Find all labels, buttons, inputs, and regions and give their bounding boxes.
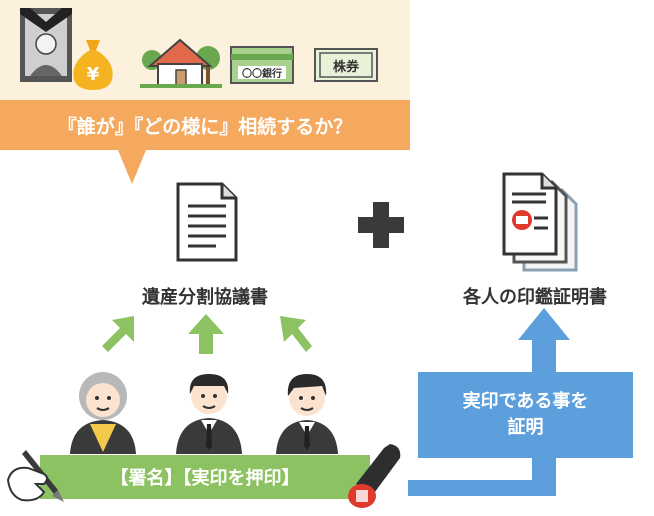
seal-certificate-label: 各人の印鑑証明書 xyxy=(463,287,607,308)
document-icon xyxy=(176,182,238,262)
plus-icon xyxy=(358,202,404,248)
house-icon xyxy=(140,38,222,88)
up-arrow-icon xyxy=(102,316,134,352)
proof-of-seal-line1: 実印である事を xyxy=(462,391,589,412)
hand-pen-icon xyxy=(6,450,64,502)
portrait-frame-icon xyxy=(20,8,72,82)
up-arrow-icon xyxy=(188,314,224,354)
money-bag-symbol: ¥ xyxy=(87,64,100,85)
banner-pointer xyxy=(118,150,146,184)
proof-of-seal-line2: 証明 xyxy=(507,417,544,438)
stock-label: 株券 xyxy=(333,59,360,75)
proof-of-seal-box xyxy=(418,372,633,458)
bankbook-label: 〇〇銀行 xyxy=(242,67,282,80)
sign-and-seal-bar xyxy=(40,455,370,499)
inheritance-question-banner: 『誰が』『どの様に』相続するか？ xyxy=(0,100,410,150)
seal-stamp-icon xyxy=(348,444,401,508)
inheritance-agreement-label: 遺産分割協議書 xyxy=(142,287,268,308)
seal-certificate-documents-icon xyxy=(502,172,578,272)
stock-certificate-icon: 株券 xyxy=(314,48,378,82)
money-bag-icon: ¥ xyxy=(73,40,113,90)
up-arrow-icon xyxy=(280,316,312,352)
heir-young-man-icon xyxy=(276,374,338,454)
proof-of-seal-text: 実印である事を 証明 xyxy=(418,372,633,458)
heir-man-icon xyxy=(176,374,242,454)
heir-woman-icon xyxy=(70,372,136,454)
sign-and-seal-text: 【署名】【実印を押印】 xyxy=(110,468,300,489)
bankbook-icon: 〇〇銀行 xyxy=(230,46,294,84)
